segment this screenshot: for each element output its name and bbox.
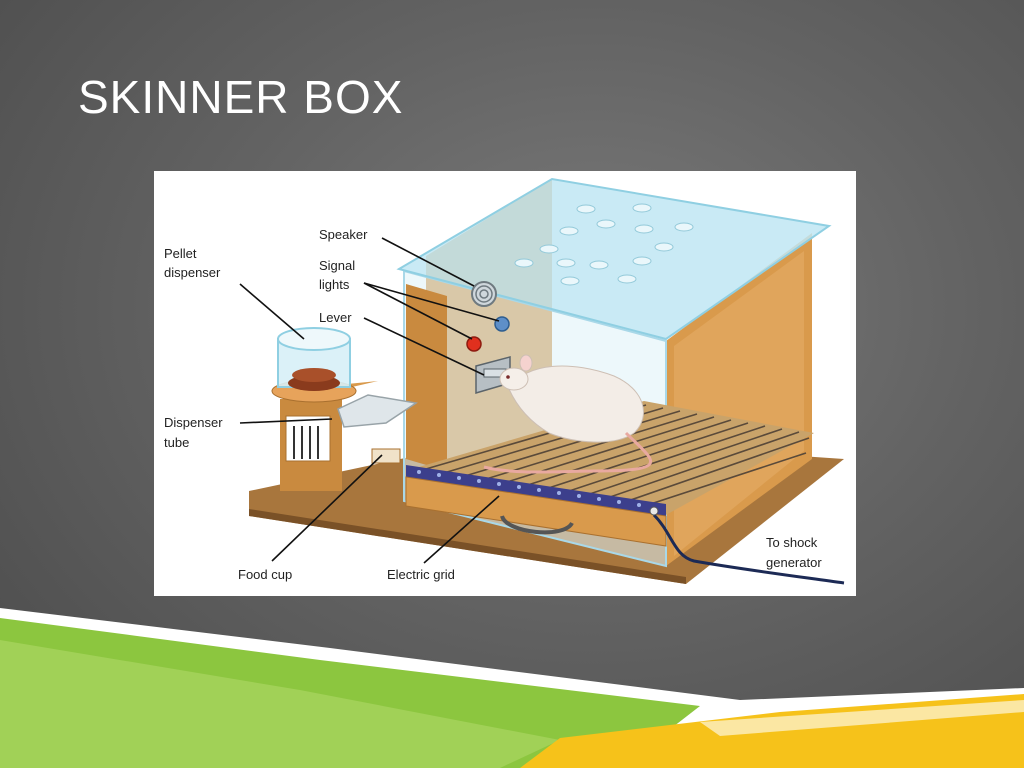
label-pellet-dispenser-2: dispenser [164, 265, 221, 280]
label-signal-lights-2: lights [319, 277, 350, 292]
lid-holes [514, 203, 694, 286]
label-speaker: Speaker [319, 227, 368, 242]
speaker [471, 281, 497, 307]
callout-leaders [239, 237, 500, 564]
base-board-edge [249, 509, 686, 584]
skinner-box-diagram: Pellet dispenser Speaker Signal lights L… [164, 177, 845, 585]
food-cup [371, 448, 401, 464]
label-lever: Lever [319, 310, 352, 325]
swoosh-green-highlight [0, 640, 560, 768]
pellet-dispenser [271, 327, 378, 491]
rat [483, 354, 652, 474]
skinner-box-figure: Pellet dispenser Speaker Signal lights L… [154, 171, 856, 596]
grid-rail-studs [417, 470, 641, 507]
label-dispenser-tube-2: tube [164, 435, 189, 450]
drawer-front [405, 476, 667, 547]
dispenser-tube [337, 394, 418, 428]
left-wall [406, 284, 447, 471]
slide-title: SKINNER BOX [78, 71, 404, 123]
grid-bars [418, 404, 810, 516]
label-dispenser-tube-1: Dispenser [164, 415, 223, 430]
label-to-shock-generator-2: generator [766, 555, 822, 570]
swoosh-yellow-highlight [700, 700, 1024, 736]
label-food-cup: Food cup [238, 567, 292, 582]
label-electric-grid: Electric grid [387, 567, 455, 582]
grid-terminal [649, 506, 659, 516]
signal-light-red [466, 336, 482, 352]
drawer-handle [500, 515, 574, 535]
label-signal-lights-1: Signal [319, 258, 355, 273]
glass-lid [396, 177, 832, 341]
grid-rail [406, 465, 666, 516]
label-to-shock-generator-1: To shock [766, 535, 818, 550]
shock-wire [652, 513, 845, 585]
label-pellet-dispenser-1: Pellet [164, 246, 197, 261]
